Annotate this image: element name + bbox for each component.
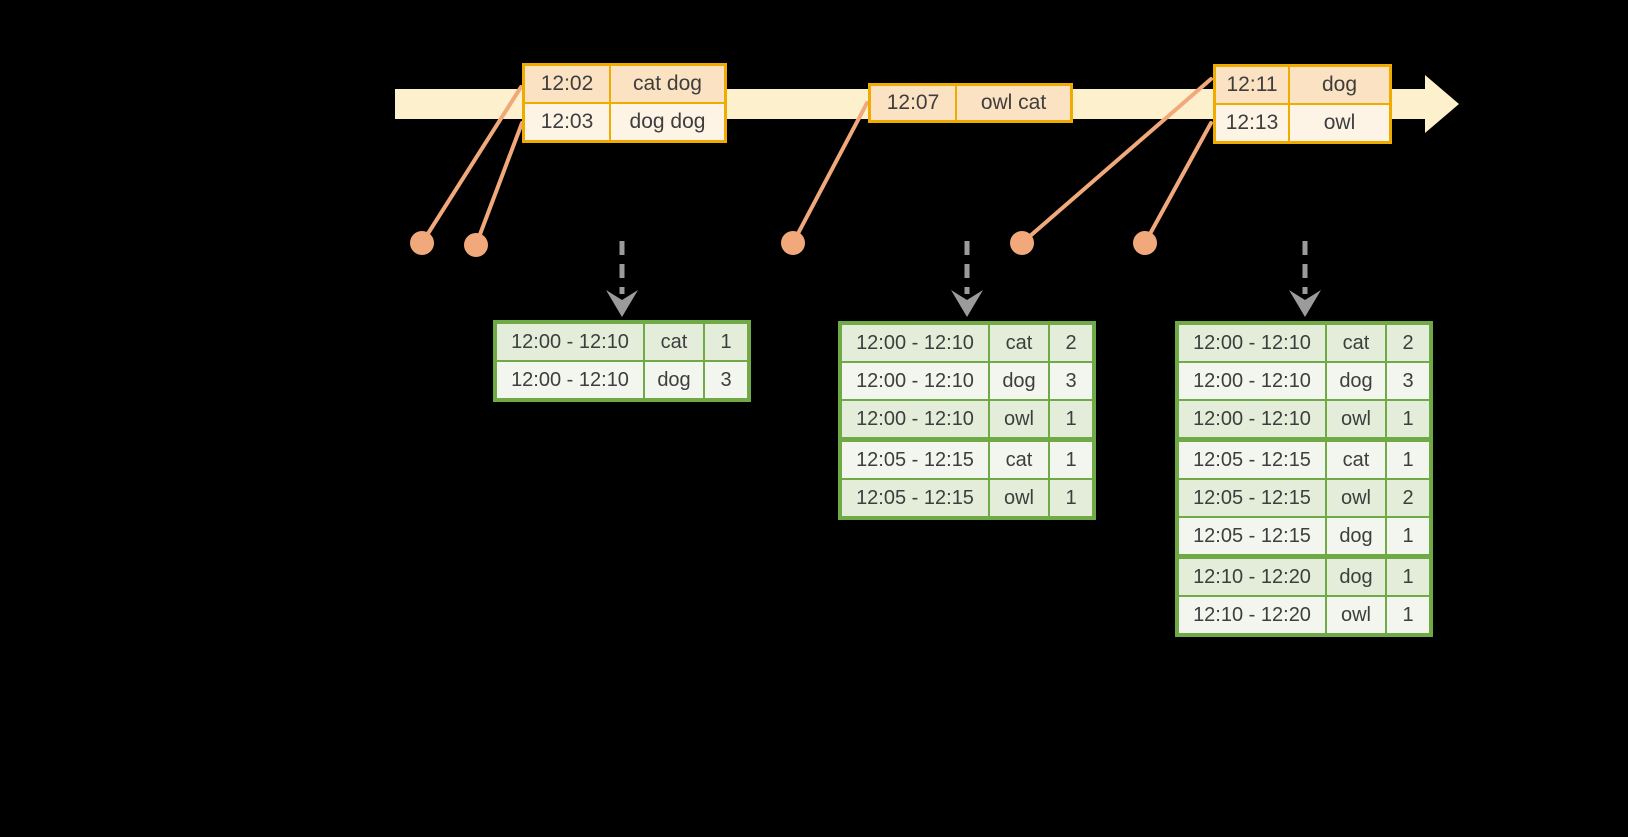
- connector-line: [474, 121, 524, 247]
- result-row: 12:00 - 12:10 owl 1: [1179, 401, 1429, 437]
- event-time-cell: 12:02: [525, 66, 609, 102]
- window-cell: 12:00 - 12:10: [842, 325, 988, 361]
- event-dot: [410, 231, 434, 255]
- word-cell: cat: [990, 325, 1048, 361]
- window-cell: 12:00 - 12:10: [1179, 325, 1325, 361]
- count-cell: 1: [1050, 401, 1092, 437]
- count-cell: 1: [1387, 518, 1429, 554]
- connector-line: [1143, 121, 1213, 245]
- event-table-3: 12:11 dog 12:13 owl: [1213, 64, 1392, 144]
- event-words-cell: owl: [1290, 105, 1389, 141]
- window-cell: 12:10 - 12:20: [1179, 559, 1325, 595]
- event-words-cell: dog dog: [611, 104, 724, 140]
- count-cell: 1: [1387, 401, 1429, 437]
- event-words-cell: owl cat: [957, 86, 1070, 120]
- window-cell: 12:10 - 12:20: [1179, 597, 1325, 633]
- word-cell: owl: [1327, 480, 1385, 516]
- window-cell: 12:05 - 12:15: [842, 442, 988, 478]
- result-row: 12:00 - 12:10 dog 3: [497, 362, 747, 398]
- connector-line: [420, 85, 523, 245]
- event-dot: [1133, 231, 1157, 255]
- count-cell: 2: [1387, 325, 1429, 361]
- result-table-3: 12:00 - 12:10 cat 2 12:00 - 12:10 dog 3 …: [1175, 321, 1433, 637]
- word-cell: owl: [990, 480, 1048, 516]
- word-cell: cat: [1327, 325, 1385, 361]
- event-time-cell: 12:03: [525, 104, 609, 140]
- result-row: 12:05 - 12:15 cat 1: [1179, 442, 1429, 478]
- result-row: 12:00 - 12:10 dog 3: [1179, 363, 1429, 399]
- trigger-arrowhead-icon: [1289, 290, 1321, 317]
- trigger-arrowhead-icon: [951, 290, 983, 317]
- result-row: 12:10 - 12:20 owl 1: [1179, 597, 1429, 633]
- event-time-cell: 12:11: [1216, 67, 1288, 103]
- result-row: 12:00 - 12:10 cat 1: [497, 324, 747, 360]
- connector-line: [791, 101, 869, 245]
- window-cell: 12:00 - 12:10: [842, 363, 988, 399]
- count-cell: 1: [1050, 442, 1092, 478]
- count-cell: 3: [1387, 363, 1429, 399]
- window-cell: 12:05 - 12:15: [1179, 442, 1325, 478]
- result-row: 12:00 - 12:10 cat 2: [842, 325, 1092, 361]
- word-cell: cat: [1327, 442, 1385, 478]
- result-row: 12:00 - 12:10 cat 2: [1179, 325, 1429, 361]
- result-row: 12:10 - 12:20 dog 1: [1179, 559, 1429, 595]
- event-table-2: 12:07 owl cat: [868, 83, 1073, 123]
- count-cell: 1: [1387, 597, 1429, 633]
- result-row: 12:00 - 12:10 dog 3: [842, 363, 1092, 399]
- count-cell: 3: [705, 362, 747, 398]
- window-cell: 12:00 - 12:10: [1179, 363, 1325, 399]
- count-cell: 1: [1387, 559, 1429, 595]
- word-cell: owl: [1327, 597, 1385, 633]
- count-cell: 1: [705, 324, 747, 360]
- timeline-arrowhead-icon: [1425, 75, 1459, 133]
- count-cell: 1: [1050, 480, 1092, 516]
- count-cell: 3: [1050, 363, 1092, 399]
- word-cell: owl: [1327, 401, 1385, 437]
- event-dot: [781, 231, 805, 255]
- word-cell: dog: [645, 362, 703, 398]
- event-time-cell: 12:07: [871, 86, 955, 120]
- window-cell: 12:05 - 12:15: [842, 480, 988, 516]
- window-cell: 12:00 - 12:10: [497, 362, 643, 398]
- count-cell: 1: [1387, 442, 1429, 478]
- result-row: 12:00 - 12:10 owl 1: [842, 401, 1092, 437]
- result-table-2: 12:00 - 12:10 cat 2 12:00 - 12:10 dog 3 …: [838, 321, 1096, 520]
- result-row: 12:05 - 12:15 cat 1: [842, 442, 1092, 478]
- result-row: 12:05 - 12:15 owl 1: [842, 480, 1092, 516]
- event-dot: [464, 233, 488, 257]
- word-cell: dog: [1327, 518, 1385, 554]
- window-cell: 12:05 - 12:15: [1179, 480, 1325, 516]
- connector-line: [1020, 77, 1213, 245]
- window-cell: 12:00 - 12:10: [842, 401, 988, 437]
- window-cell: 12:00 - 12:10: [1179, 401, 1325, 437]
- word-cell: cat: [990, 442, 1048, 478]
- event-dot: [1010, 231, 1034, 255]
- trigger-arrowhead-icon: [606, 290, 638, 317]
- window-cell: 12:00 - 12:10: [497, 324, 643, 360]
- word-cell: owl: [990, 401, 1048, 437]
- result-row: 12:05 - 12:15 owl 2: [1179, 480, 1429, 516]
- event-table-1: 12:02 cat dog 12:03 dog dog: [522, 63, 727, 143]
- event-time-cell: 12:13: [1216, 105, 1288, 141]
- result-table-1: 12:00 - 12:10 cat 1 12:00 - 12:10 dog 3: [493, 320, 751, 402]
- result-row: 12:05 - 12:15 dog 1: [1179, 518, 1429, 554]
- count-cell: 2: [1050, 325, 1092, 361]
- window-cell: 12:05 - 12:15: [1179, 518, 1325, 554]
- word-cell: dog: [990, 363, 1048, 399]
- count-cell: 2: [1387, 480, 1429, 516]
- event-words-cell: dog: [1290, 67, 1389, 103]
- word-cell: dog: [1327, 559, 1385, 595]
- word-cell: dog: [1327, 363, 1385, 399]
- event-words-cell: cat dog: [611, 66, 724, 102]
- word-cell: cat: [645, 324, 703, 360]
